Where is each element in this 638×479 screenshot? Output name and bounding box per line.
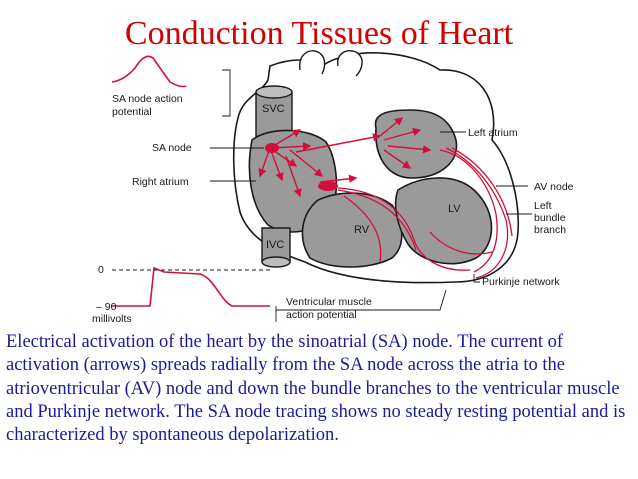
left-bundle-label-line1: Left (534, 200, 552, 212)
zero-mv-label: 0 (98, 264, 104, 276)
ivc-label: IVC (266, 239, 284, 251)
svc-label: SVC (262, 103, 285, 115)
sa-node-action-potential-trace (111, 55, 187, 88)
heart-conduction-diagram: SVC IVC RV LV SA node action potential S… (92, 50, 574, 325)
sa-node-marker (265, 143, 279, 153)
page-title: Conduction Tissues of Heart (124, 15, 514, 52)
left-leader-lines (210, 69, 264, 182)
av-node-label: AV node (534, 181, 574, 193)
sa-action-potential-label-line2: potential (112, 106, 152, 118)
lv-label: LV (448, 203, 461, 215)
sa-action-potential-label-line1: SA node action (112, 93, 183, 105)
inferior-vena-cava (261, 227, 291, 268)
sa-node-label: SA node (152, 142, 192, 154)
ventricular-ap-label-line2: action potential (286, 309, 357, 321)
av-node-marker (318, 181, 338, 191)
left-ventricle-chamber (394, 177, 493, 265)
right-atrium-label: Right atrium (132, 176, 189, 188)
figure-caption: Electrical activation of the heart by th… (6, 332, 626, 446)
purkinje-label: Purkinje network (482, 276, 560, 288)
left-bundle-label-line2: bundle (534, 212, 566, 224)
left-bundle-label-line3: branch (534, 224, 566, 236)
right-ventricle-chamber (301, 192, 403, 268)
rv-label: RV (354, 224, 370, 236)
ventricular-action-potential-trace (112, 266, 447, 322)
millivolts-label: millivolts (92, 313, 132, 325)
left-atrium-chamber (374, 109, 458, 179)
ventricular-ap-label-line1: Ventricular muscle (286, 296, 372, 308)
bundle-branches (337, 147, 513, 279)
right-leader-lines (440, 131, 532, 283)
minus90-mv-label: – 90 (96, 301, 117, 313)
conduction-arrows (258, 117, 432, 198)
left-atrium-label: Left atrium (468, 127, 518, 139)
